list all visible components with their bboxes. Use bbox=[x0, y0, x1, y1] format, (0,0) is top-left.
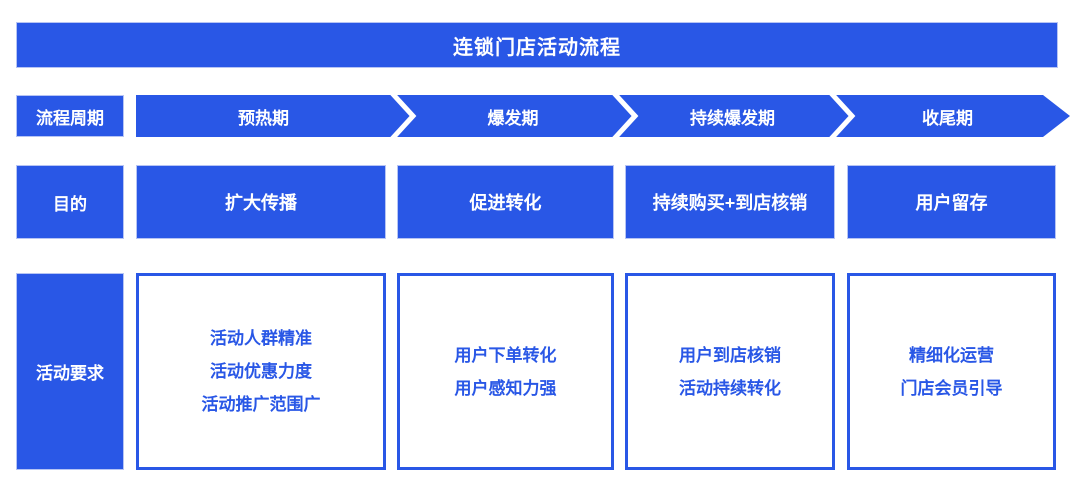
requirement-box-sustained-burst: 用户到店核销 活动持续转化 bbox=[625, 273, 835, 470]
requirement-line: 活动人群精准 bbox=[210, 329, 312, 348]
page-title: 连锁门店活动流程 bbox=[16, 22, 1058, 68]
requirement-line: 活动持续转化 bbox=[679, 378, 781, 398]
requirement-line: 活动推广范围广 bbox=[201, 395, 321, 414]
row-label-purpose: 目的 bbox=[16, 165, 124, 239]
purpose-box-conversion: 促进转化 bbox=[397, 165, 614, 239]
requirement-line: 门店会员引导 bbox=[900, 378, 1003, 398]
phase-segment-sustained-burst: 持续爆发期 bbox=[690, 108, 775, 128]
purpose-box-repeat-purchase: 持续购买+到店核销 bbox=[625, 165, 835, 239]
arrow-band-shape bbox=[136, 95, 1070, 137]
phase-arrow-band: 预热期 爆发期 持续爆发期 收尾期 bbox=[136, 95, 1070, 137]
purpose-box-spread: 扩大传播 bbox=[136, 165, 386, 239]
requirement-box-warmup: 活动人群精准 活动优惠力度 活动推广范围广 bbox=[136, 273, 386, 470]
requirement-line: 精细化运营 bbox=[909, 345, 994, 365]
phase-segment-burst: 爆发期 bbox=[487, 108, 539, 128]
requirement-line: 用户到店核销 bbox=[679, 345, 781, 365]
phase-segment-warmup: 预热期 bbox=[238, 108, 289, 128]
row-label-requirements: 活动要求 bbox=[16, 273, 124, 470]
requirement-box-burst: 用户下单转化 用户感知力强 bbox=[397, 273, 614, 470]
phase-segment-wrapup: 收尾期 bbox=[922, 108, 973, 128]
requirement-line: 用户感知力强 bbox=[454, 378, 557, 398]
purpose-box-retention: 用户留存 bbox=[847, 165, 1056, 239]
row-label-cycle: 流程周期 bbox=[16, 95, 124, 137]
requirement-box-wrapup: 精细化运营 门店会员引导 bbox=[847, 273, 1056, 470]
requirement-line: 用户下单转化 bbox=[454, 345, 557, 365]
requirement-line: 活动优惠力度 bbox=[210, 362, 312, 381]
